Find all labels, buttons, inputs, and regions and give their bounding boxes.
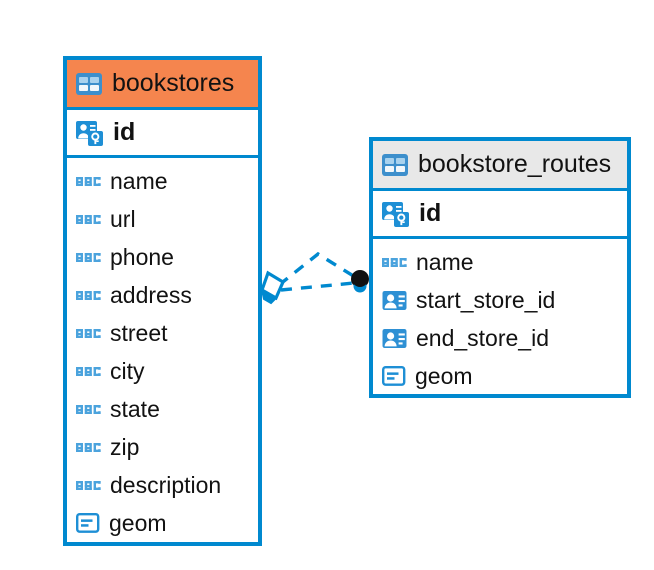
primary-key-icon: [75, 118, 105, 148]
abc-text-icon: [75, 244, 102, 271]
abc-text-icon: [75, 206, 102, 233]
relationship-line-lower: [280, 281, 355, 292]
foreign-key-icon: [381, 325, 408, 352]
blob-geometry-icon: [75, 510, 101, 536]
field-row[interactable]: end_store_id: [373, 319, 627, 357]
filled-circle-marker: [351, 270, 369, 293]
entity-header-bookstore-routes[interactable]: bookstore_routes: [373, 141, 627, 188]
field-row[interactable]: description: [67, 466, 258, 504]
field-label: address: [110, 281, 192, 308]
field-row[interactable]: address: [67, 276, 258, 314]
entity-bookstores[interactable]: bookstores id: [63, 56, 262, 546]
field-list-bookstore-routes: name start_store_id: [373, 239, 627, 399]
field-label: street: [110, 319, 168, 346]
field-row[interactable]: geom: [373, 357, 627, 395]
field-row[interactable]: phone: [67, 238, 258, 276]
field-row[interactable]: url: [67, 200, 258, 238]
field-label: url: [110, 205, 136, 232]
foreign-key-icon: [381, 287, 408, 314]
field-label: phone: [110, 243, 174, 270]
abc-text-icon: [75, 282, 102, 309]
abc-text-icon: [75, 434, 102, 461]
field-label: zip: [110, 433, 140, 460]
field-label: city: [110, 357, 145, 384]
abc-text-icon: [381, 249, 408, 276]
abc-text-icon: [75, 472, 102, 499]
field-label: description: [110, 471, 222, 498]
primary-key-icon: [381, 199, 411, 229]
field-label: state: [110, 395, 160, 422]
field-row-primary-key[interactable]: id: [373, 188, 627, 239]
field-label: geom: [415, 362, 473, 389]
field-row[interactable]: street: [67, 314, 258, 352]
field-label: start_store_id: [416, 286, 556, 313]
entity-bookstore-routes[interactable]: bookstore_routes id: [369, 137, 631, 398]
entity-title: bookstore_routes: [418, 150, 612, 178]
abc-text-icon: [75, 358, 102, 385]
field-row[interactable]: city: [67, 352, 258, 390]
table-icon: [75, 70, 103, 98]
relationship-line-upper: [277, 251, 356, 287]
entity-title: bookstores: [112, 69, 235, 97]
diamond-marker: [260, 270, 286, 305]
field-row[interactable]: state: [67, 390, 258, 428]
field-row[interactable]: name: [373, 243, 627, 281]
table-icon: [381, 151, 409, 179]
field-row[interactable]: name: [67, 162, 258, 200]
field-row-primary-key[interactable]: id: [67, 107, 258, 158]
field-row[interactable]: zip: [67, 428, 258, 466]
field-label: name: [110, 167, 168, 194]
abc-text-icon: [75, 396, 102, 423]
field-row[interactable]: geom: [67, 504, 258, 542]
field-label: id: [419, 199, 442, 227]
field-label: geom: [109, 509, 167, 536]
field-label: name: [416, 248, 474, 275]
entity-header-bookstores[interactable]: bookstores: [67, 60, 258, 107]
field-list-bookstores: name: [67, 158, 258, 546]
field-label: end_store_id: [416, 324, 549, 351]
field-label: id: [113, 118, 136, 146]
field-row[interactable]: start_store_id: [373, 281, 627, 319]
abc-text-icon: [75, 168, 102, 195]
abc-text-icon: [75, 320, 102, 347]
blob-geometry-icon: [381, 363, 407, 389]
